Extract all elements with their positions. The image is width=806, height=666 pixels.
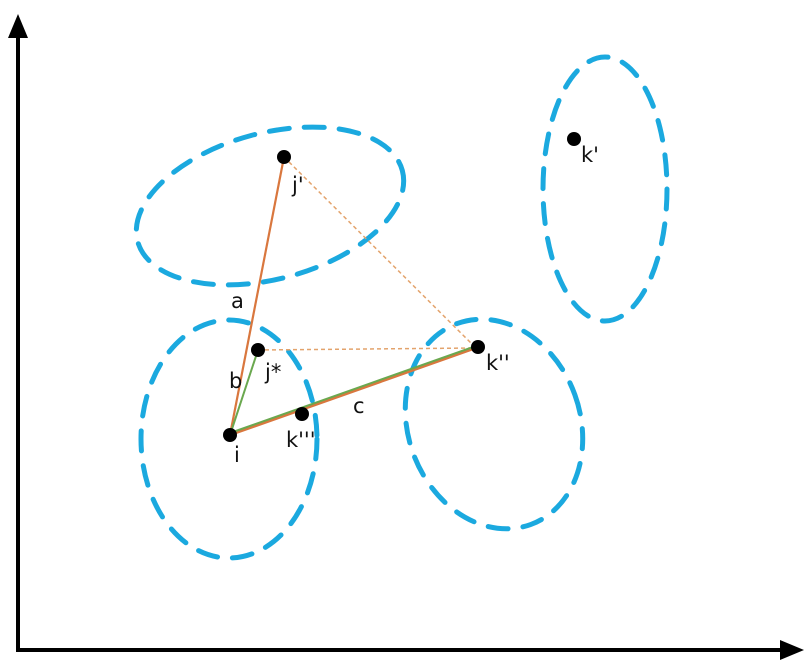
- edge-c-orange: [229, 346, 477, 437]
- point-j-star: [251, 343, 265, 357]
- label-j-prime: j': [291, 173, 304, 197]
- point-i: [223, 428, 237, 442]
- label-k-prime: k': [581, 143, 599, 167]
- point-k-triple-prime: [295, 407, 309, 421]
- point-j-prime: [277, 150, 291, 164]
- dotted-line-jstar-kdoubleprime: [257, 347, 477, 351]
- point-k-double-prime: [471, 340, 485, 354]
- y-axis-arrow: [8, 14, 28, 38]
- cluster-bottom-right: [402, 316, 586, 532]
- edge-b: [229, 349, 259, 436]
- label-j-star: j*: [264, 360, 281, 384]
- cluster-top-right: [540, 54, 670, 324]
- axes: [8, 14, 804, 660]
- x-axis-arrow: [780, 640, 804, 660]
- label-i: i: [234, 443, 240, 467]
- dotted-line-jprime-kdoubleprime: [283, 156, 477, 349]
- label-k-double-prime: k'': [486, 351, 510, 375]
- labels: j' k' j* k'' i k''' a b c: [229, 143, 599, 467]
- label-edge-a: a: [231, 289, 244, 313]
- cluster-top-left: [133, 124, 407, 288]
- label-edge-b: b: [229, 369, 242, 393]
- point-k-prime: [567, 132, 581, 146]
- connections: [228, 156, 477, 437]
- cluster-bottom-left: [138, 317, 320, 561]
- label-edge-c: c: [353, 394, 365, 418]
- edge-a: [228, 156, 286, 436]
- label-k-triple-prime: k''': [286, 428, 315, 452]
- clusters: [133, 54, 670, 561]
- points: [223, 132, 581, 442]
- edge-c-green: [229, 345, 477, 434]
